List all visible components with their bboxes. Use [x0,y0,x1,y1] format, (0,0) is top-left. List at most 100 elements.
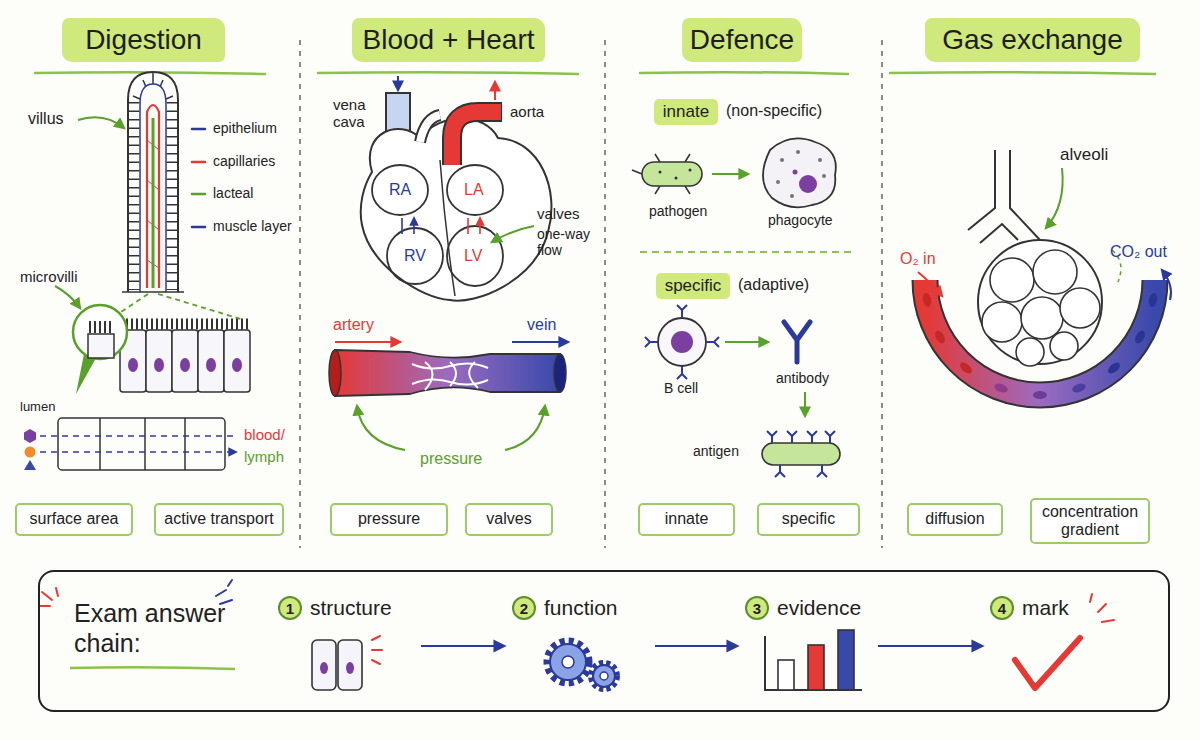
column-divider [300,40,882,548]
section-header: Defence [682,18,802,62]
label-text: epithelium [213,120,277,136]
answer-chain-panel: Exam answer chain:1structure2function3ev… [38,570,1170,712]
column-divider [299,40,301,548]
tag-text: diffusion [925,510,984,528]
defence-drawing [763,138,836,207]
microvilli-zoom [180,358,190,372]
gear-icon [547,641,589,683]
microvilli-zoom [172,330,198,392]
bar-chart-icon [778,660,794,690]
heart-drawing [402,218,414,234]
label-text: vena cava [333,96,378,131]
defence-drawing [659,171,662,174]
section-header: Gas exchange [925,18,1140,62]
keyword-tag: diffusion [907,503,1003,536]
cell-icon [346,662,354,674]
microvilli-zoom [121,319,250,330]
chain-arrow [655,645,737,647]
label-tick [192,161,205,164]
cell-icon [312,636,382,690]
alveoli-drawing [922,292,932,307]
category-tag: innate [654,99,718,125]
label-text: muscle layer [213,218,292,234]
step-word: evidence [777,596,861,619]
label-text: valves [537,205,580,222]
microvilli-zoom [146,330,172,392]
alveoli-drawing [1021,297,1063,339]
microvilli-zoom [89,321,114,333]
alveoli-drawing [1148,292,1158,307]
leader-arrow [78,117,124,128]
header-underline [318,72,578,74]
alveoli-drawing [982,302,1022,342]
defence-drawing [689,169,692,172]
villus-drawing [122,291,184,293]
gear-icon [550,644,586,680]
villus-drawing [152,118,155,288]
alveoli-drawing [1060,288,1100,328]
microvilli-zoom [73,305,127,359]
header-text: Digestion [85,24,202,56]
alveoli-drawing [1033,250,1077,294]
villus-drawing [140,84,166,292]
label-text: (adaptive) [738,276,809,294]
vessel-drawing [505,406,545,450]
cell-icon [338,640,362,690]
defence-drawing [658,318,706,366]
defence-drawing [799,175,817,193]
label-text: alveoli [1060,145,1108,165]
section-header: Blood + Heart [352,18,545,62]
chain-decoration [40,588,58,606]
heart-drawing [361,76,552,301]
defence-drawing [640,251,855,253]
section-header: Digestion [62,18,225,62]
heart-drawing [420,115,440,142]
vessel-drawing [357,406,405,450]
label-text: O₂ in [900,250,936,268]
label-text: lymph [244,448,284,465]
cell-icon [372,636,382,664]
step-number: 1 [278,596,302,620]
alveoli-drawing [918,272,942,296]
label-text: vein [527,316,556,334]
microvilli-zoom [112,294,244,320]
villus-drawing [128,72,178,292]
chain-decoration [70,667,235,669]
defence-drawing [767,431,835,477]
defence-drawing [822,174,826,178]
absorption-diagram [24,429,36,443]
gear-icon [591,663,617,689]
label-text: LA [464,181,484,199]
alveoli-drawing [1106,360,1122,375]
keyword-tag: specific [757,503,860,536]
label-text: microvilli [20,268,78,285]
alveoli-drawing [925,280,1155,395]
alveoli-drawing [993,382,1009,394]
defence-drawing [784,322,810,362]
gear-icon [562,656,574,668]
absorption-diagram [24,460,36,470]
step-word: function [544,596,618,619]
label-text: blood/ [244,426,285,443]
absorption-diagram [58,418,225,470]
heart-drawing [387,228,443,284]
label-text: antigen [693,443,739,459]
label-text: RA [389,181,411,199]
alveoli-drawing [933,329,947,345]
header-underline [890,72,1155,74]
chain-step: 4mark [990,596,1090,696]
tag-text: specific [782,510,835,528]
header-text: Blood + Heart [363,24,535,56]
vessel-drawing [512,341,568,343]
heart-drawing [452,112,501,165]
chain-step: 1structure [278,596,413,696]
defence-drawing [632,138,855,477]
microvilli-zoom [206,358,216,372]
vessel-drawing [554,354,566,392]
defence-drawing [796,150,800,154]
absorption-diagram [24,418,236,470]
label-text: lacteal [213,185,253,201]
keyword-tag: active transport [154,503,284,536]
